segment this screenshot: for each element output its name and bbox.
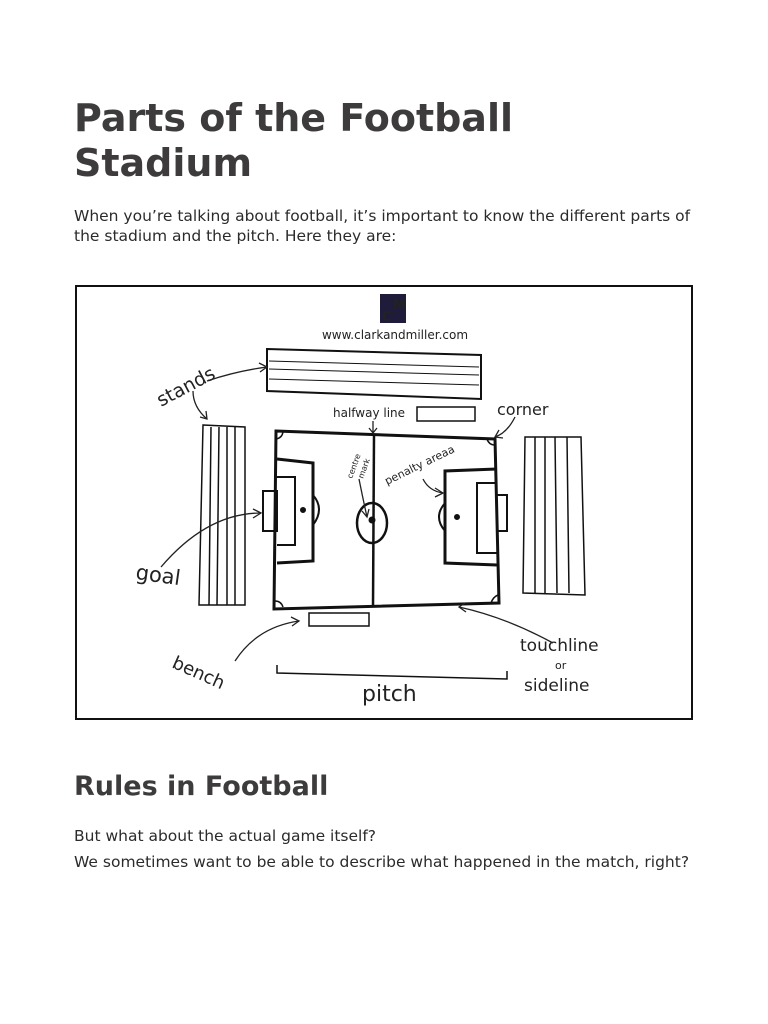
section-title: Rules in Football: [74, 771, 329, 802]
bench-label: bench: [169, 652, 228, 694]
intro-paragraph: When you’re talking about football, it’s…: [74, 207, 691, 245]
goal-label: goal: [134, 560, 182, 590]
pitch-label: pitch: [362, 682, 417, 707]
website-label: www.clarkandmiller.com: [322, 328, 468, 342]
annotation-arrows: [160, 362, 554, 662]
pitch-bracket: [276, 665, 508, 680]
touchline-label: touchline: [520, 636, 599, 656]
bottom-bench: [308, 612, 370, 627]
sideline-label: sideline: [524, 676, 590, 696]
svg-text:M: M: [393, 298, 406, 313]
halfway-line-label: halfway line: [333, 406, 405, 420]
top-bench: [416, 406, 476, 422]
or-label: or: [555, 659, 567, 672]
stadium-diagram-drawing: C M www.clarkandmiller.com: [134, 294, 599, 707]
paragraph: We sometimes want to be able to describe…: [74, 853, 690, 871]
right-stand: [522, 436, 586, 596]
paragraph: But what about the actual game itself?: [74, 827, 377, 845]
left-stand: [198, 424, 246, 606]
page-title: Parts of the Football Stadium: [74, 96, 514, 185]
stands-label: stands: [153, 362, 219, 411]
corner-label: corner: [497, 400, 549, 419]
clarkandmiller-logo: C M: [380, 294, 406, 325]
stadium-diagram: C M www.clarkandmiller.com: [75, 285, 693, 720]
pitch-drawing: [262, 429, 508, 611]
svg-text:C: C: [382, 310, 392, 325]
top-stand: [266, 347, 482, 401]
